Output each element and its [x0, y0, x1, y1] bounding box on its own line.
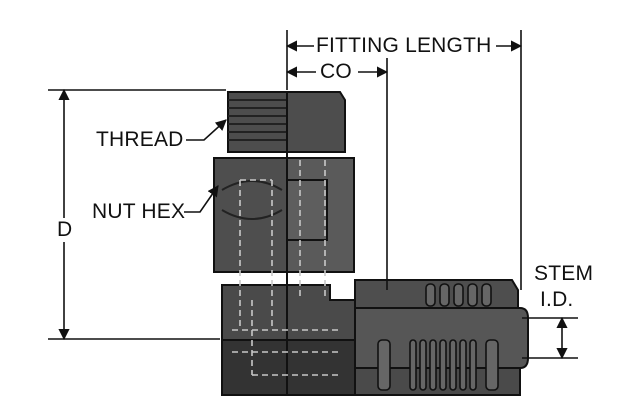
stem-section	[354, 279, 529, 396]
nut-hex-section	[213, 157, 355, 273]
stem-id-label: I.D.	[540, 288, 574, 311]
elbow-body	[221, 284, 361, 396]
d-label: D	[57, 218, 73, 241]
fitting-length-label: FITTING LENGTH	[316, 34, 492, 57]
dimension-lines	[48, 30, 578, 360]
nut-hex-label: NUT HEX	[92, 200, 186, 223]
hidden-lines	[232, 160, 340, 376]
thread-label: THREAD	[96, 128, 184, 151]
co-label: CO	[320, 60, 352, 83]
thread-section	[227, 91, 346, 395]
stem-label: STEM	[534, 262, 594, 285]
